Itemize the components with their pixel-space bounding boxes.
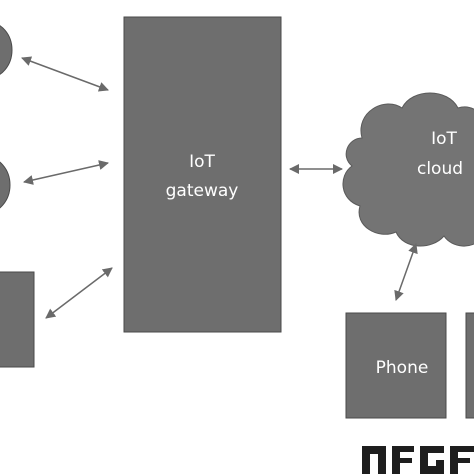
arrow-device-middle-to-gateway bbox=[23, 160, 109, 185]
arrow-device-top-to-gateway bbox=[21, 56, 109, 92]
iot-gateway-label-line2: gateway bbox=[166, 181, 239, 201]
iot-cloud-label-line2: cloud bbox=[417, 159, 463, 179]
iot-gateway-box bbox=[123, 16, 282, 333]
device-node-middle bbox=[0, 161, 11, 209]
device-node-top bbox=[0, 25, 13, 75]
phone-label: Phone bbox=[376, 358, 429, 378]
arrow-device-bottom-to-gateway bbox=[45, 267, 113, 319]
right-edge-device-box bbox=[465, 312, 474, 419]
iot-cloud-shape bbox=[342, 92, 474, 247]
arrow-cloud-to-phone bbox=[394, 243, 418, 301]
iot-cloud-label-line1: IoT bbox=[431, 129, 457, 149]
iot-gateway-label-line1: IoT bbox=[189, 152, 215, 172]
phone-box bbox=[345, 312, 447, 419]
device-node-bottom bbox=[0, 271, 35, 368]
watermark-logo bbox=[362, 446, 474, 474]
